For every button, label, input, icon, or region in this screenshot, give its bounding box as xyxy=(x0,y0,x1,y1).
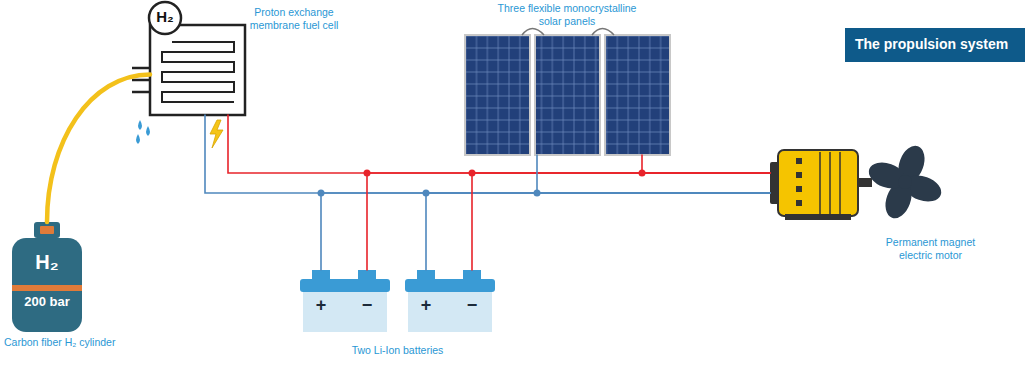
part-label: − xyxy=(462,295,482,317)
power-wire xyxy=(423,170,771,271)
junction-dot xyxy=(469,170,476,177)
hydrogen-hose xyxy=(47,75,150,223)
cylinder-drawing xyxy=(12,222,82,332)
fuel-cell: H₂Proton exchange membrane fuel cell xyxy=(150,25,245,115)
junction-dot xyxy=(423,190,430,197)
title-band: The propulsion system xyxy=(845,28,1025,62)
water-droplets xyxy=(136,120,150,144)
wire-line xyxy=(426,193,770,270)
solar-panel-drawing xyxy=(465,29,670,156)
part-label: Permanent magnet electric motor xyxy=(878,236,983,261)
part-label: Carbon fiber H₂ cylinder xyxy=(4,336,154,349)
junction-dot xyxy=(534,190,541,197)
wire-line xyxy=(367,173,770,270)
node-text: H₂ xyxy=(12,250,82,274)
wire-line xyxy=(205,115,770,193)
node-text: + xyxy=(311,295,331,317)
li-ion-battery: +− xyxy=(300,270,390,332)
power-wire xyxy=(534,155,771,197)
title: The propulsion system xyxy=(855,36,1020,53)
wire-line xyxy=(47,75,150,223)
motor-drawing xyxy=(770,142,945,222)
wire-line xyxy=(321,193,770,270)
lightning-symbol xyxy=(210,120,223,148)
junction-dot xyxy=(639,170,646,177)
node-text: H₂ xyxy=(148,8,182,26)
part-label: Proton exchange membrane fuel cell xyxy=(248,6,340,31)
solar-panels: Three flexible monocrystalline solar pan… xyxy=(465,35,670,155)
wire-line xyxy=(642,155,770,173)
power-wire xyxy=(318,170,771,271)
li-ion-battery: +− xyxy=(405,270,495,332)
part-label: − xyxy=(357,295,377,317)
wire-line xyxy=(537,155,770,193)
electric-motor: Permanent magnet electric motor xyxy=(770,148,960,220)
part-label: Two Li-Ion batteries xyxy=(300,344,495,357)
h2-cylinder: H₂200 barCarbon fiber H₂ cylinder xyxy=(12,222,82,332)
wire-line xyxy=(228,115,770,173)
power-wire xyxy=(205,115,770,193)
part-label: Three flexible monocrystalline solar pan… xyxy=(487,2,647,27)
part-label: 200 bar xyxy=(12,294,82,310)
junction-dot xyxy=(318,190,325,197)
battery-drawing xyxy=(300,270,495,332)
junction-dot xyxy=(364,170,371,177)
node-text: + xyxy=(416,295,436,317)
fuel-cell-drawing xyxy=(132,2,245,115)
wire-line xyxy=(472,173,770,270)
